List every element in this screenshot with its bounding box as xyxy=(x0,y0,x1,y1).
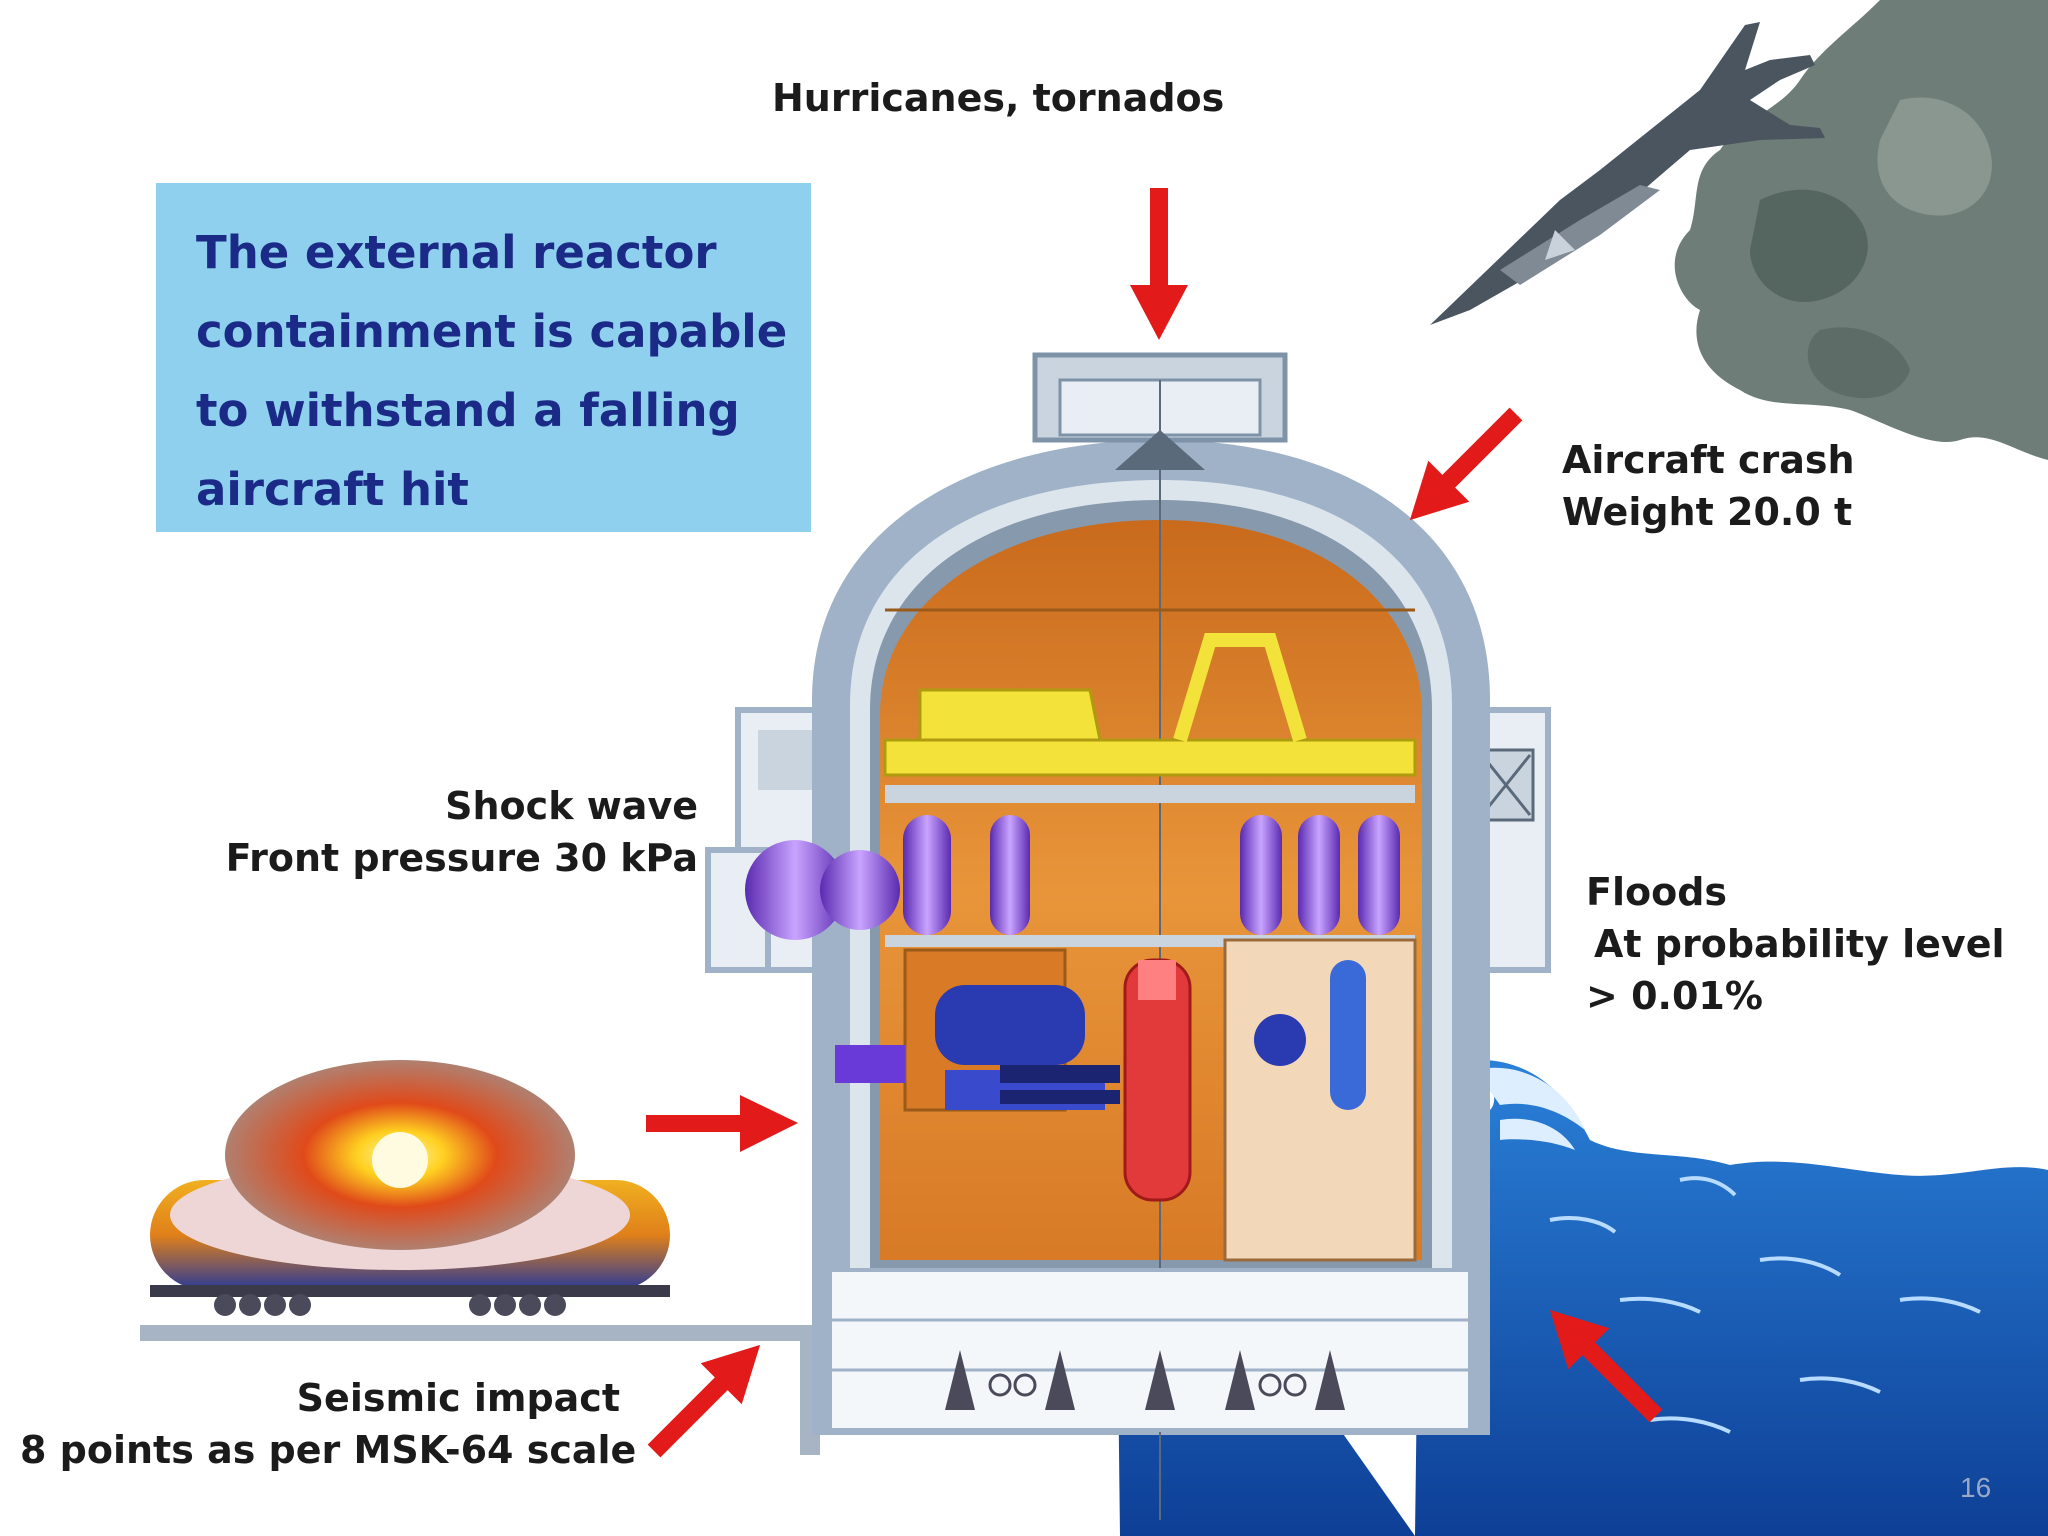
foundation xyxy=(828,1268,1472,1432)
hurricanes-label: Hurricanes, tornados xyxy=(772,72,1224,124)
seismic-label-line1: Seismic impact xyxy=(296,1376,620,1420)
polar-crane xyxy=(883,608,1417,777)
aircraft-label: Aircraft crash Weight 20.0 t xyxy=(1562,434,1855,538)
arrow-seismic-icon xyxy=(647,1344,761,1458)
arrow-shock-wave-icon xyxy=(646,1095,798,1152)
info-line-2: containment is capable xyxy=(196,305,788,358)
page-number: 16 xyxy=(1960,1472,1992,1503)
ground-left xyxy=(140,1325,820,1341)
info-line-1: The external reactor xyxy=(196,226,717,279)
floods-label-line3: > 0.01% xyxy=(1586,974,1763,1018)
aircraft-label-line1: Aircraft crash xyxy=(1562,438,1855,482)
aircraft-icon xyxy=(1430,22,1825,325)
hazard-arrows xyxy=(646,188,1663,1458)
hurricanes-label-line1: Hurricanes, tornados xyxy=(772,76,1225,120)
arrow-aircraft-icon xyxy=(1409,407,1523,521)
info-line-3: to withstand a falling xyxy=(196,384,740,437)
shock-wave-label-line1: Shock wave xyxy=(445,784,698,828)
info-line-4: aircraft hit xyxy=(196,463,469,516)
arrow-floods-icon xyxy=(1549,1309,1663,1423)
seismic-label-line2: 8 points as per MSK-64 scale xyxy=(20,1428,637,1472)
aircraft-label-line2: Weight 20.0 t xyxy=(1562,490,1853,534)
shock-wave-label: Shock wave Front pressure 30 kPa xyxy=(200,780,698,884)
floods-label: Floods At probability level > 0.01% xyxy=(1586,866,2005,1022)
arrow-hurricanes-icon xyxy=(1130,188,1188,340)
shock-wave-label-line2: Front pressure 30 kPa xyxy=(225,836,698,880)
railcar-explosion xyxy=(150,1060,670,1316)
seismic-label: Seismic impact 8 points as per MSK-64 sc… xyxy=(20,1372,637,1476)
reactor-internals xyxy=(745,785,1417,1262)
floods-label-line1: Floods xyxy=(1586,870,1728,914)
info-box: The external reactor containment is capa… xyxy=(156,183,811,532)
floods-label-line2: At probability level xyxy=(1594,922,2005,966)
flood-water xyxy=(1115,1060,2048,1536)
